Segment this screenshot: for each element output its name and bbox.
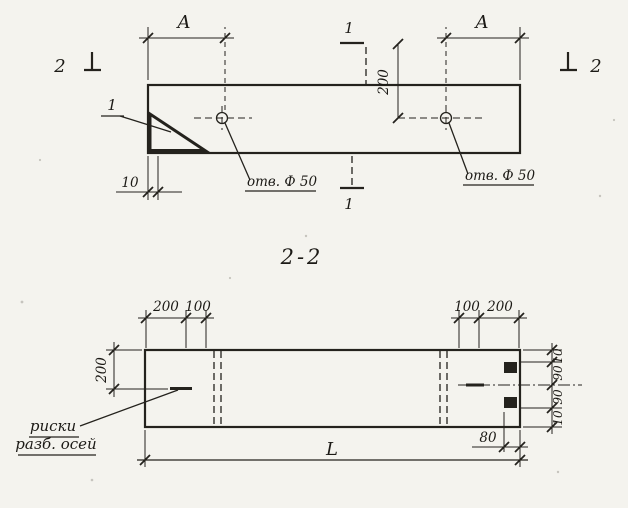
dim-right-90-lower-label: 90 <box>551 389 565 405</box>
dim-right-10-bottom-label: 10 <box>551 410 565 426</box>
plan-view: 1 отв. Ф 50 отв. Ф 50 <box>53 12 601 213</box>
section-mark-1-top: 1 <box>340 19 367 84</box>
groove-lower <box>504 397 517 408</box>
hole-left-label: отв. Ф 50 <box>247 174 317 190</box>
dim-80: 80 <box>472 412 528 453</box>
section-2-right-label: 2 <box>589 56 601 77</box>
axis-mark-note: риски разб. осей <box>15 387 192 456</box>
hole-right: отв. Ф 50 <box>398 106 535 186</box>
dim-a-right: A <box>437 12 529 110</box>
dim-80-label: 80 <box>479 430 497 446</box>
dim-chain-top-left: 200 100 <box>138 299 214 348</box>
dim-200-top-right-label: 200 <box>486 299 513 315</box>
dim-a-right-label: A <box>474 12 489 33</box>
dim-10-plan: 10 <box>116 156 182 200</box>
corner-triangle-detail <box>148 111 210 154</box>
paper-speckles <box>20 118 616 482</box>
dim-200-left-label: 200 <box>94 357 110 384</box>
dim-200-top-left-label: 200 <box>152 299 179 315</box>
section-1-top-label: 1 <box>344 19 354 37</box>
end-grooves <box>458 362 582 408</box>
dim-chain-top-right: 100 200 <box>451 299 527 348</box>
section-view: 2-2 200 100 <box>15 245 582 467</box>
note-line1: риски <box>30 417 76 435</box>
section-view-title: 2-2 <box>280 245 324 269</box>
groove-upper <box>504 362 517 373</box>
dim-100-top-left-label: 100 <box>185 299 211 315</box>
note-line2: разб. осей <box>15 435 96 453</box>
section-mark-1-bottom: 1 <box>340 156 364 213</box>
dim-100-top-right-label: 100 <box>454 299 480 315</box>
dim-200-left: 200 <box>94 342 168 397</box>
dim-right-10-top-label: 10 <box>551 348 565 364</box>
section-mark-2-left: 2 <box>53 52 101 77</box>
hidden-hole-lines <box>213 351 448 426</box>
beam-outline <box>146 83 522 155</box>
dim-200-plan-label: 200 <box>376 69 392 96</box>
hole-right-label: отв. Ф 50 <box>465 168 535 184</box>
section-2-left-label: 2 <box>53 56 65 77</box>
detail-callout-1: 1 <box>101 96 172 133</box>
dim-a-left: A <box>139 12 234 110</box>
dim-200-plan: 200 <box>376 38 404 124</box>
section-mark-2-right: 2 <box>560 52 602 77</box>
dim-chain-right: 10 90 90 10 <box>519 343 565 434</box>
section-1-bottom-label: 1 <box>344 195 354 213</box>
detail-callout-label: 1 <box>107 96 117 114</box>
section-beam-outline <box>143 348 522 429</box>
dim-right-90-upper-label: 90 <box>551 365 565 381</box>
dim-a-left-label: A <box>176 12 191 33</box>
dim-length: L <box>137 430 528 467</box>
dim-10-plan-label: 10 <box>121 175 139 191</box>
hole-left: отв. Ф 50 <box>194 106 317 192</box>
dim-length-label: L <box>325 439 338 460</box>
